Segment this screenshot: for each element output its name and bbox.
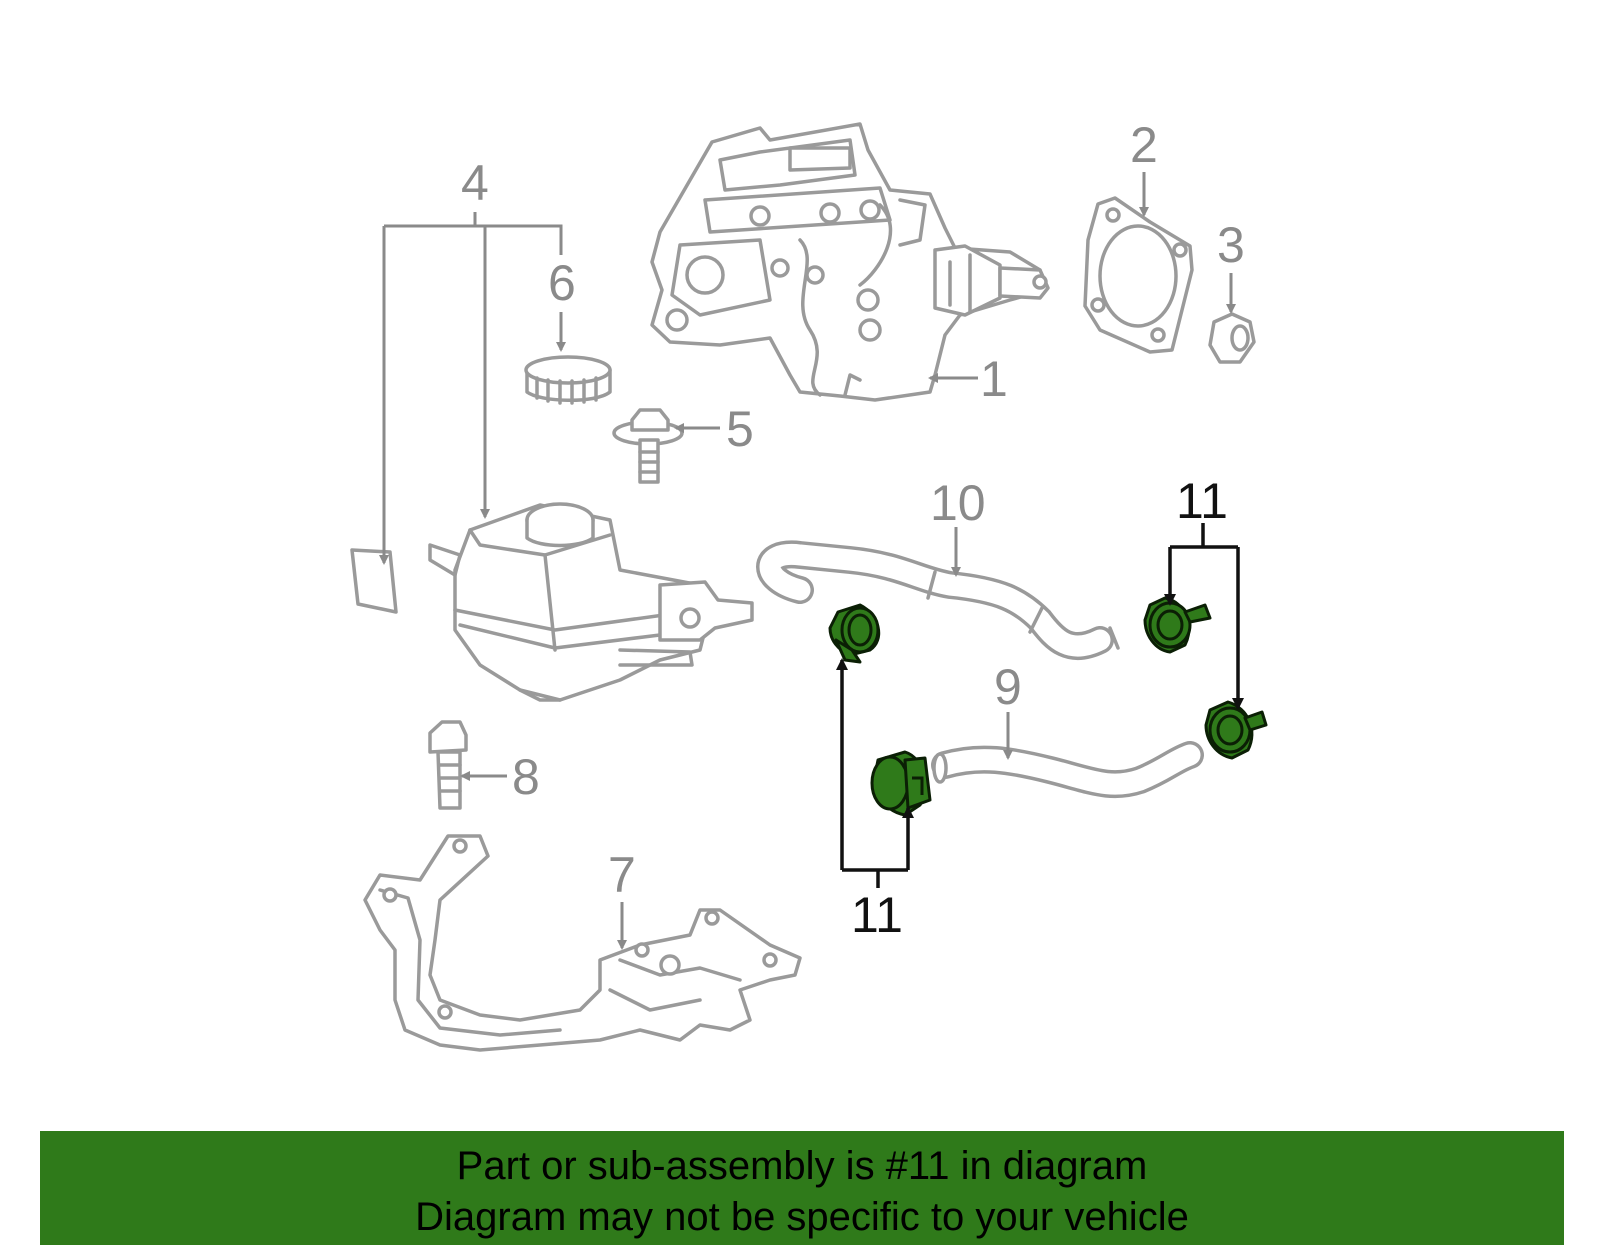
banner-line-2: Diagram may not be specific to your vehi… — [415, 1195, 1189, 1239]
callout-3: 3 — [1217, 217, 1245, 273]
callout-11-bottom: 11 — [851, 887, 903, 943]
part-11-clamp-b[interactable] — [1143, 596, 1212, 654]
part-11-clamp-d[interactable] — [870, 750, 932, 817]
banner-line-1: Part or sub-assembly is #11 in diagram — [456, 1144, 1148, 1188]
callout-5: 5 — [726, 401, 754, 457]
callout-1: 1 — [980, 351, 1008, 407]
part-5-bolt — [612, 408, 684, 484]
callout-10: 10 — [930, 475, 986, 531]
part-1-actuator-assembly — [650, 122, 1050, 402]
part-10-hose — [756, 540, 1120, 660]
callout-7: 7 — [608, 847, 636, 903]
grey-leaders — [379, 172, 1236, 950]
callout-8: 8 — [512, 749, 540, 805]
callout-2: 2 — [1130, 117, 1158, 173]
info-banner: Part or sub-assembly is #11 in diagram D… — [40, 1131, 1564, 1245]
part-11-clamp-c[interactable] — [1204, 700, 1268, 760]
part-4-reservoir — [350, 502, 754, 702]
part-3-nut — [1208, 312, 1256, 364]
part-9-hose — [931, 741, 1204, 799]
part-11-clamp-a[interactable] — [828, 603, 881, 664]
part-8-bolt — [428, 720, 468, 810]
callout-9: 9 — [994, 659, 1022, 715]
part-2-gasket — [1083, 196, 1194, 354]
callout-4: 4 — [461, 155, 489, 211]
dark-leaders-11 — [836, 523, 1244, 888]
callout-6: 6 — [548, 255, 576, 311]
part-6-cap — [524, 355, 612, 405]
part-7-bracket — [363, 834, 802, 1052]
callout-11-top: 11 — [1176, 473, 1228, 529]
